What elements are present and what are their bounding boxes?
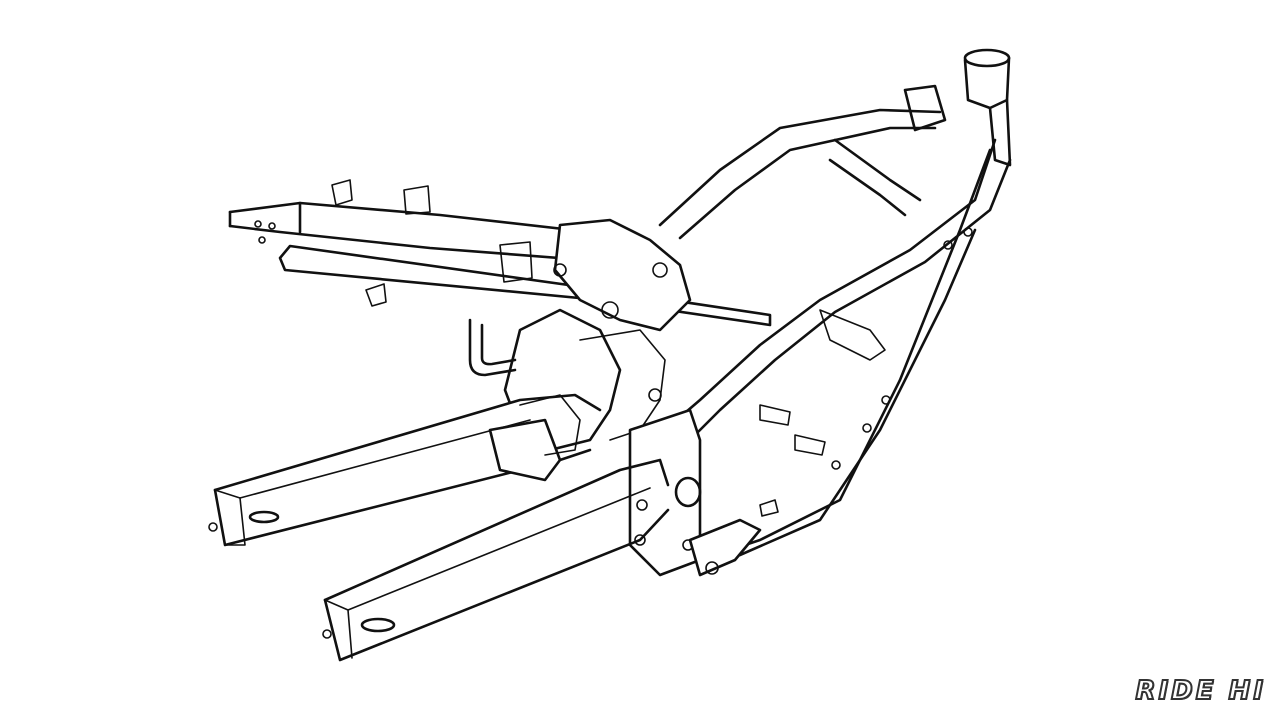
main-frame-tubes — [658, 108, 1012, 562]
lower-cradle — [688, 499, 779, 577]
ride-hi-watermark-logo: RIDE HI — [1134, 675, 1266, 707]
rear-subframe — [228, 179, 772, 327]
steering-head — [903, 48, 1012, 167]
swingarm — [208, 393, 670, 662]
